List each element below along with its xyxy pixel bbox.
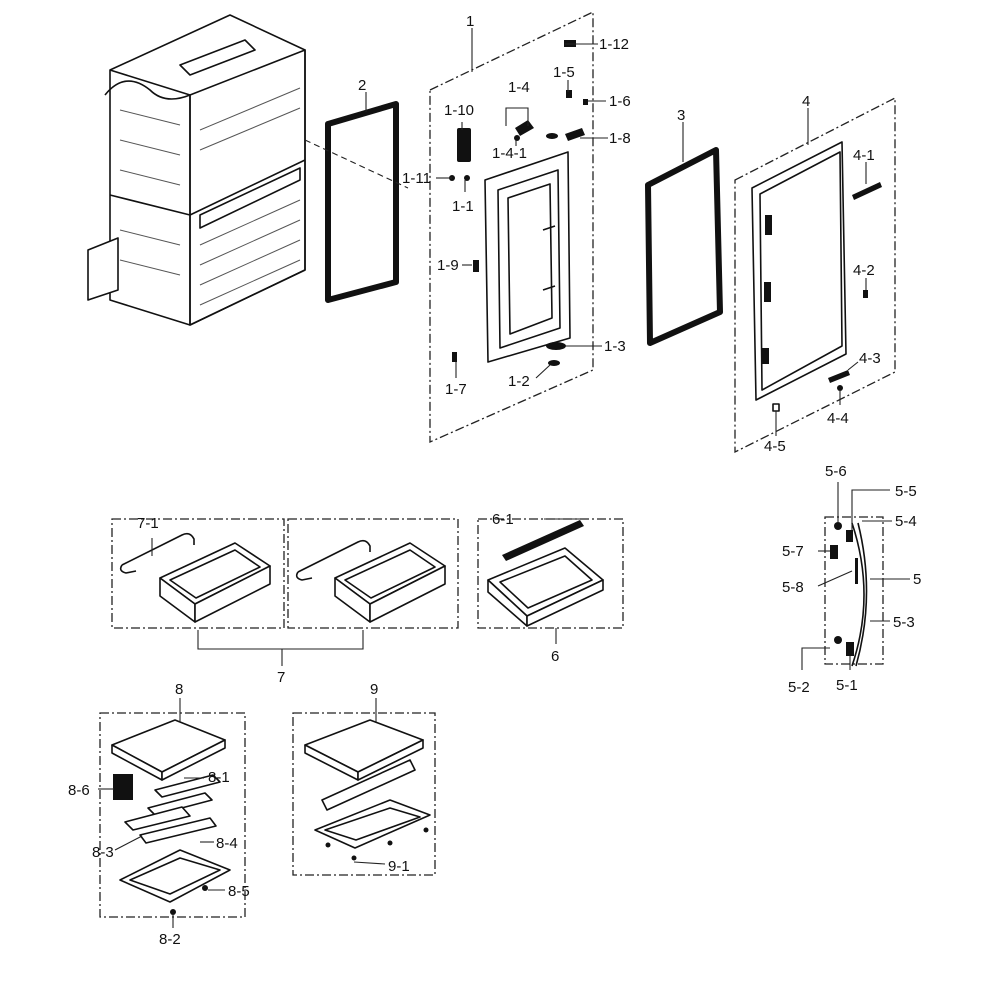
label-9: 9 [370, 681, 378, 698]
label-5-2: 5-2 [788, 679, 810, 696]
door-handle-assembly [824, 516, 884, 667]
label-4-1: 4-1 [853, 147, 875, 164]
label-5-5: 5-5 [895, 483, 917, 500]
label-8-6: 8-6 [68, 782, 90, 799]
label-5-1: 5-1 [836, 677, 858, 694]
pantry-drawer-cover-assembly-2 [292, 712, 436, 876]
label-4-5: 4-5 [764, 438, 786, 455]
label-1-7: 1-7 [445, 381, 467, 398]
label-8-5: 8-5 [228, 883, 250, 900]
label-6-1: 6-1 [492, 511, 514, 528]
label-7: 7 [277, 669, 285, 686]
label-1-12: 1-12 [599, 36, 629, 53]
deli-drawer [477, 518, 624, 629]
label-3: 3 [677, 107, 685, 124]
door-assembly-right [734, 96, 896, 454]
label-1-4-1: 1-4-1 [492, 145, 527, 162]
label-5-7: 5-7 [782, 543, 804, 560]
refrigerator-cabinet [87, 14, 306, 326]
label-1-2: 1-2 [508, 373, 530, 390]
label-1: 1 [466, 13, 474, 30]
pantry-drawer-cover-assembly [99, 712, 246, 918]
door-assembly-left [429, 10, 594, 443]
label-5-4: 5-4 [895, 513, 917, 530]
part-callout-labels: 1 1-12 1-5 1-4 1-6 1-10 1-8 1-4-1 1-11 1… [68, 13, 921, 948]
label-1-3: 1-3 [604, 338, 626, 355]
label-1-10: 1-10 [444, 102, 474, 119]
door-gasket-right [645, 147, 723, 346]
label-1-8: 1-8 [609, 130, 631, 147]
label-8-2: 8-2 [159, 931, 181, 948]
crisper-drawer-pair [111, 518, 459, 650]
label-4-3: 4-3 [859, 350, 881, 367]
leader-lines [98, 28, 910, 928]
label-1-5: 1-5 [553, 64, 575, 81]
label-8: 8 [175, 681, 183, 698]
label-8-1: 8-1 [208, 769, 230, 786]
label-5-3: 5-3 [893, 614, 915, 631]
label-4-4: 4-4 [827, 410, 849, 427]
label-5-8: 5-8 [782, 579, 804, 596]
label-6: 6 [551, 648, 559, 665]
label-9-1: 9-1 [388, 858, 410, 875]
label-1-9: 1-9 [437, 257, 459, 274]
label-4: 4 [802, 93, 810, 110]
label-2: 2 [358, 77, 366, 94]
label-8-4: 8-4 [216, 835, 238, 852]
label-5: 5 [913, 571, 921, 588]
label-4-2: 4-2 [853, 262, 875, 279]
label-1-6: 1-6 [609, 93, 631, 110]
label-8-3: 8-3 [92, 844, 114, 861]
label-7-1: 7-1 [137, 515, 159, 532]
label-1-1: 1-1 [452, 198, 474, 215]
label-5-6: 5-6 [825, 463, 847, 480]
label-1-4: 1-4 [508, 79, 530, 96]
door-gasket-left [325, 101, 399, 303]
label-1-11: 1-11 [402, 170, 431, 187]
